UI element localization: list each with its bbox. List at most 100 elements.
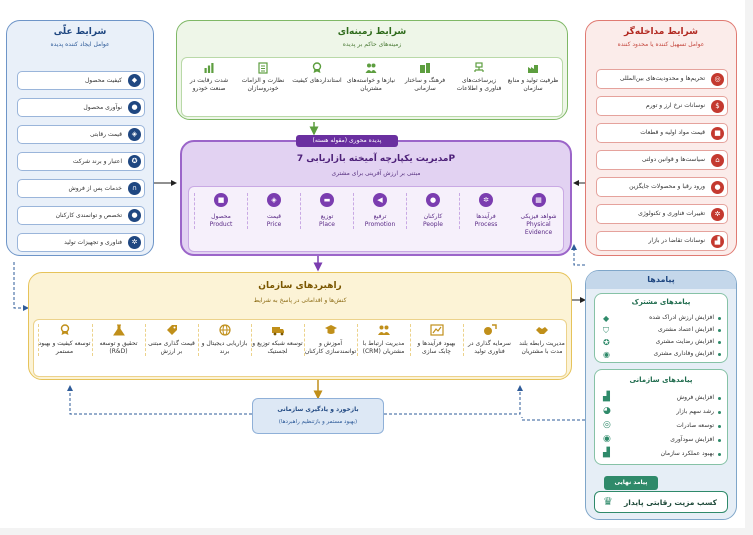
strategies-items-row: مدیریت رابطه بلند مدت با مشتریان سرمایه … [33, 319, 567, 377]
price-tag-icon [166, 325, 177, 335]
pie-chart-icon: ◕ [603, 406, 611, 416]
causal-title: شرایط علّی [53, 27, 107, 37]
arrow-loop-left [13, 262, 29, 311]
core-item-physical-evidence: ▦ شواهد فیزیکی Physical Evidence [512, 193, 565, 237]
award-icon: ✪ [603, 338, 610, 347]
core-title: مدیریت یکپارچه آمیخته بازاریابی 7P [296, 154, 456, 164]
outcomes-header: پیامدها [586, 271, 736, 289]
box-icon: ■ [214, 193, 228, 207]
price-tag-icon: ◈ [128, 128, 141, 141]
strategy-item: قیمت گذاری مبتنی بر ارزش [145, 324, 197, 356]
tech-icon: ✲ [711, 207, 724, 221]
background-conditions-panel: شرایط زمینه‌ای زمینه‌های حاکم بر پدیده ظ… [176, 20, 568, 120]
intervening-item: قیمت مواد اولیه و قطعات ■ [596, 123, 728, 143]
bar-chart-icon: ▟ [603, 392, 610, 402]
intervening-item: تحریم‌ها و محدودیت‌های بین‌المللی ◎ [596, 69, 728, 89]
arrow-outcomes-to-feedback [521, 417, 585, 421]
strategy-item: توسعه شبکه توزیع و لجستیک [251, 324, 303, 356]
background-item: زیرساخت‌های فناوری و اطلاعات [452, 62, 506, 93]
outcome-item: توسعه صادرات [676, 422, 721, 430]
arrow-feedback-right [384, 385, 523, 415]
core-item-place: ▬ توزیع Place [300, 193, 353, 229]
flask-icon [112, 324, 125, 336]
intervening-subtitle: عوامل تسهیل کننده یا محدود کننده [617, 41, 705, 48]
outcomes-panel: پیامدها پیامدهای مشترک افزایش ارزش ادراک… [585, 270, 737, 520]
trophy-icon: ♛ [603, 495, 613, 508]
strategy-item: تحقیق و توسعه (R&D) [92, 324, 144, 356]
checklist-icon [258, 62, 268, 74]
causal-item: فناوری و تجهیزات تولید ✲ [17, 233, 145, 252]
parts-icon: ■ [711, 126, 724, 140]
core-badge: پدیده محوری (مقوله هسته) [296, 135, 398, 147]
outcome-item: بهبود عملکرد سازمان [661, 450, 721, 458]
handshake-icon: ◉ [603, 350, 610, 359]
outcome-item: افزایش سودآوری [670, 436, 721, 444]
final-outcome-title: کسب مزیت رقابتی پایدار [623, 497, 717, 507]
award-icon [60, 324, 69, 335]
intervening-item: ورود رقبا و محصولات جایگزین ● [596, 177, 728, 197]
truck-icon [271, 327, 284, 336]
final-outcome-box: کسب مزیت رقابتی پایدار ♛ [594, 491, 728, 513]
strategy-item: بهبود فرآیندها و چابک سازی [410, 324, 462, 356]
intervening-conditions-panel: شرایط مداخله‌گر عوامل تسهیل کننده یا محد… [585, 20, 737, 256]
causal-conditions-panel: شرایط علّی عوامل ایجاد کننده پدیده کیفیت… [6, 20, 154, 256]
network-icon [474, 62, 484, 72]
feedback-title: بازخورد و یادگیری سازمانی [277, 406, 359, 413]
outcome-item: رشد سهم بازار [676, 408, 721, 416]
graduation-icon [324, 325, 337, 334]
shared-outcomes-box: پیامدهای مشترک افزایش ارزش ادراک شده افز… [594, 293, 728, 363]
intervening-item: نوسانات نرخ ارز و تورم $ [596, 96, 728, 116]
intervening-item: نوسانات تقاضا در بازار ▟ [596, 231, 728, 251]
core-item-price: ◈ قیمت Price [247, 193, 300, 229]
causal-item: نوآوری محصول ● [17, 98, 145, 117]
final-outcome-badge: پیامد نهایی [604, 476, 658, 490]
team-icon: ● [128, 209, 141, 222]
bar-chart-icon [204, 63, 214, 73]
diagram-canvas: شرایط زمینه‌ای زمینه‌های حاکم بر پدیده ظ… [0, 0, 745, 528]
person-icon: ● [426, 193, 440, 207]
arrow-loop-right [571, 244, 585, 266]
causal-subtitle: عوامل ایجاد کننده پدیده [50, 41, 110, 48]
lightbulb-icon: ● [128, 101, 141, 114]
core-phenomenon-panel: مدیریت یکپارچه آمیخته بازاریابی 7P مبتنی… [180, 140, 572, 256]
strategies-panel: راهبردهای سازمان کنش‌ها و اقداماتی در پا… [28, 272, 572, 380]
strategy-item: سرمایه گذاری در فناوری تولید [463, 324, 515, 356]
background-item: نظارت و الزامات خودروسازان [236, 62, 290, 93]
factory-icon [528, 65, 538, 73]
gear-icon: ✲ [128, 236, 141, 249]
outcome-item: افزایش رضایت مشتری [656, 338, 721, 346]
globe-icon [218, 324, 231, 336]
causal-item: کیفیت محصول ◆ [17, 71, 145, 90]
gear-icon: ✲ [479, 193, 493, 207]
background-item: فرهنگ و ساختار سازمانی [398, 62, 452, 93]
strategies-subtitle: کنش‌ها و اقداماتی در پاسخ به شرایط [253, 297, 347, 304]
strategy-item: مدیریت ارتباط با مشتریان (CRM) [357, 324, 409, 356]
strategy-item: مدیریت رابطه بلند مدت با مشتریان [516, 324, 568, 356]
core-item-people: ● کارکنان People [406, 193, 459, 229]
handshake-icon [536, 327, 548, 334]
people-icon [365, 63, 377, 73]
award-icon: ✪ [128, 155, 141, 168]
arrow-feedback-left [67, 385, 252, 415]
building-icon: ▦ [531, 193, 546, 207]
causal-item: تخصص و توانمندی کارکنان ● [17, 206, 145, 225]
causal-item: اعتبار و برند شرکت ✪ [17, 152, 145, 171]
intervening-item: سیاست‌ها و قوانین دولتی ⌂ [596, 150, 728, 170]
core-items-row: ▦ شواهد فیزیکی Physical Evidence ✲ فرآین… [188, 186, 564, 252]
headset-icon: ∩ [128, 182, 141, 195]
background-items-row: ظرفیت تولید و منابع سازمان زیرساخت‌های ف… [181, 57, 563, 117]
core-subtitle: مبتنی بر ارزش آفرینی برای مشتری [331, 170, 421, 177]
outcome-item: افزایش ارزش ادراک شده [649, 314, 721, 322]
strategy-item: بازاریابی دیجیتال و برند [198, 324, 250, 356]
background-item: شدت رقابت در صنعت خودرو [182, 62, 236, 93]
process-chart-icon [429, 324, 444, 336]
globe-icon: ◎ [711, 72, 724, 86]
competitors-icon: ● [711, 180, 724, 194]
diamond-icon: ◆ [603, 314, 610, 323]
coins-icon: ◉ [603, 434, 611, 444]
diamond-icon: ◆ [128, 74, 141, 87]
strategies-title: راهبردهای سازمان [258, 281, 342, 291]
causal-item: قیمت رقابتی ◈ [17, 125, 145, 144]
award-icon [312, 62, 322, 73]
strategy-item: آموزش و توانمندسازی کارکنان [304, 324, 356, 356]
